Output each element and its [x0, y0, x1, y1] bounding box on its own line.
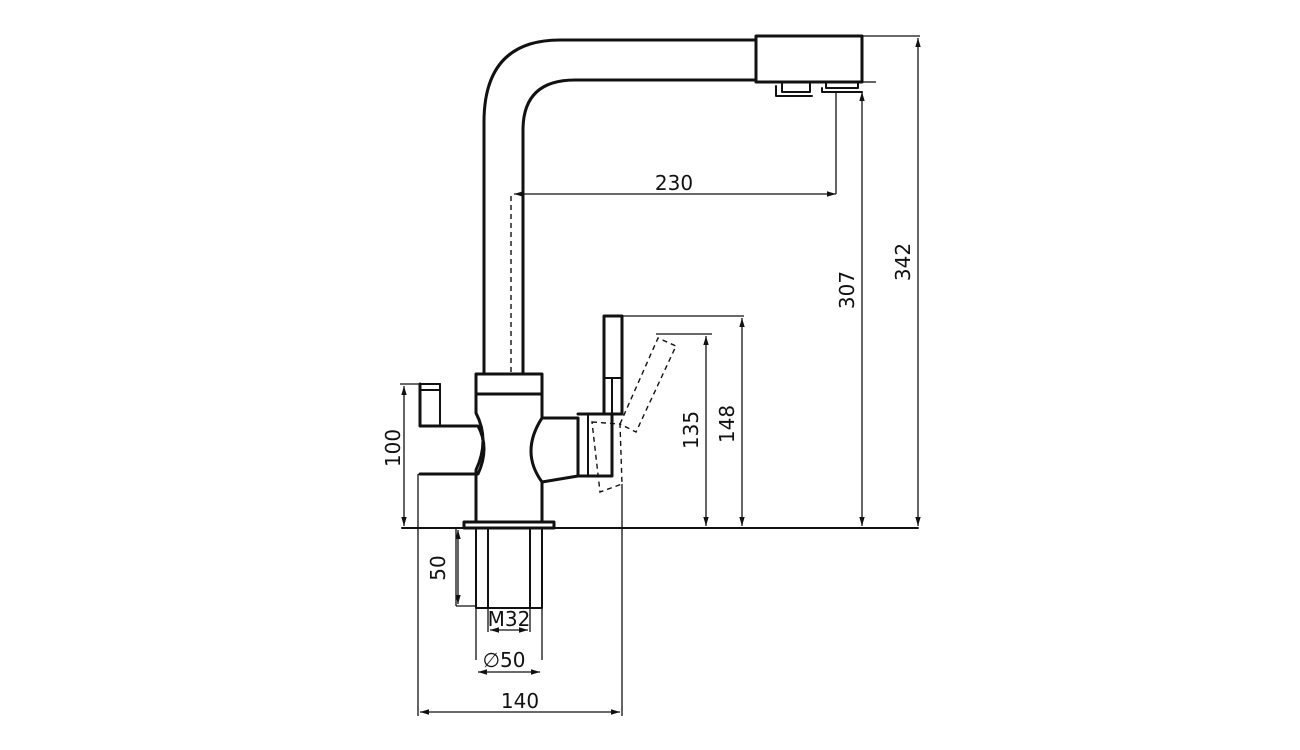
- dim-label-100: 100: [381, 429, 405, 467]
- dim-label-140: 140: [501, 689, 539, 713]
- shank: [475, 527, 543, 660]
- faucet-body: [462, 372, 556, 530]
- spout-head: [754, 34, 864, 97]
- dim-label-135: 135: [679, 411, 703, 449]
- dim-label-342: 342: [891, 243, 915, 281]
- dim-label-230: 230: [655, 171, 693, 195]
- mixer-lever: [540, 314, 677, 493]
- dim-label-diameter-50: ∅50: [483, 648, 526, 672]
- dim-label-148: 148: [715, 405, 739, 443]
- spout: [482, 38, 758, 376]
- filter-lever: [418, 382, 486, 476]
- dimension-lines: [401, 38, 921, 715]
- dim-label-m32: M32: [488, 607, 531, 631]
- dim-label-50: 50: [426, 555, 450, 580]
- dim-label-307: 307: [835, 271, 859, 309]
- extension-lines: [400, 35, 920, 716]
